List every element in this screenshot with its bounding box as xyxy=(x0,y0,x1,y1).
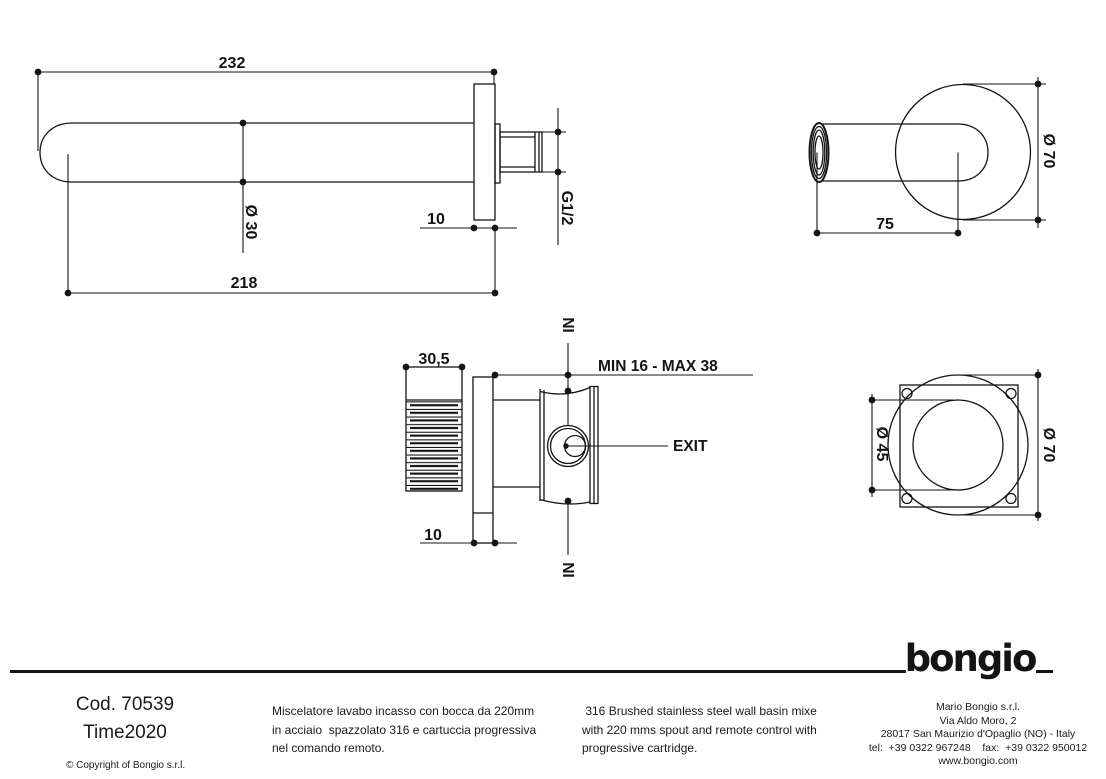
depth-range-label: MIN 16 - MAX 38 xyxy=(598,358,718,375)
company-name: Mario Bongio s.r.l. xyxy=(935,701,1021,713)
description-en-line3: progressive cartridge. xyxy=(582,741,698,756)
dim-218-label: 218 xyxy=(231,275,258,292)
dimension-d70-front xyxy=(958,369,1039,521)
footer-divider-line xyxy=(10,670,906,673)
drawing-canvas: 232 Ø 30 10 218 G1/2 75 Ø 70 30,5 MIN 16… xyxy=(34,55,1057,578)
description-en-line1: 316 Brushed stainless steel wall basin m… xyxy=(582,704,817,718)
description-en-line2: with 220 mms spout and remote control wi… xyxy=(582,722,817,737)
dimension-d70 xyxy=(963,77,1046,228)
mounting-box xyxy=(899,384,1019,508)
rosette-inner-circle xyxy=(912,399,1004,491)
spout-front-view xyxy=(808,77,1046,234)
dimension-d45 xyxy=(871,394,953,497)
copyright-notice: © Copyright of Bongio s.r.l. xyxy=(66,760,186,771)
escutcheon-plate xyxy=(472,376,494,544)
dim-d70-label-spout: Ø 70 xyxy=(1040,134,1057,169)
valve-front-view xyxy=(871,369,1039,521)
in-top-label: IN xyxy=(561,317,578,333)
wall-plate xyxy=(473,83,496,221)
description-italian: Miscelatore lavabo incasso con bocca da … xyxy=(272,702,536,758)
dimension-dots xyxy=(34,68,1042,547)
company-address: Mario Bongio s.r.l. Via Aldo Moro, 2 280… xyxy=(855,701,1101,769)
plate-collar xyxy=(494,123,501,184)
exit-label: EXIT xyxy=(673,438,708,455)
dim-d45-label: Ø 45 xyxy=(873,427,890,462)
dim-10-label-spout: 10 xyxy=(427,211,445,228)
description-english: 316 Brushed stainless steel wall basin m… xyxy=(582,702,817,758)
mounting-screw-holes xyxy=(901,387,1017,505)
bongio-logo: bongio xyxy=(904,637,1038,680)
threaded-stem xyxy=(405,366,463,492)
footer-divider-dash xyxy=(1036,670,1053,673)
dimension-75 xyxy=(816,152,959,234)
spout-tube-outline xyxy=(39,122,474,183)
wall-rosette-circle xyxy=(894,83,1032,221)
valve-body xyxy=(539,385,599,505)
tube-end-cap xyxy=(957,123,989,182)
valve-side-view xyxy=(405,343,753,555)
spout-side-view xyxy=(37,71,566,294)
description-it-line2: in acciaio spazzolato 316 e cartuccia pr… xyxy=(272,722,537,737)
g12-connector xyxy=(499,131,543,173)
dim-75-label: 75 xyxy=(876,216,894,233)
product-code: Cod. 70539 xyxy=(75,694,175,715)
g12-thread-label: G1/2 xyxy=(558,191,575,226)
description-it-line3: nel comando remoto. xyxy=(272,741,385,756)
company-street: Via Aldo Moro, 2 xyxy=(939,714,1017,727)
product-series: Time2020 xyxy=(83,722,167,743)
company-phone-fax: tel: +39 0322 967248 fax: +39 0322 95001… xyxy=(868,741,1088,754)
description-it-line1: Miscelatore lavabo incasso con bocca da … xyxy=(272,704,535,718)
dim-d30-label: Ø 30 xyxy=(242,205,259,240)
spout-mouth-aerator xyxy=(808,122,830,183)
dimension-232 xyxy=(37,71,495,151)
company-website: www.bongio.com xyxy=(938,755,1018,768)
company-city: 28017 San Maurizio d'Opaglio (NO) - Ital… xyxy=(880,728,1076,741)
dim-232-label: 232 xyxy=(219,55,246,72)
in-bottom-label: IN xyxy=(561,562,578,578)
dim-10-label-valve: 10 xyxy=(424,527,442,544)
dim-d70-label-valve: Ø 70 xyxy=(1040,428,1057,463)
dim-30-5-label: 30,5 xyxy=(418,351,449,368)
dimension-218 xyxy=(67,154,495,294)
